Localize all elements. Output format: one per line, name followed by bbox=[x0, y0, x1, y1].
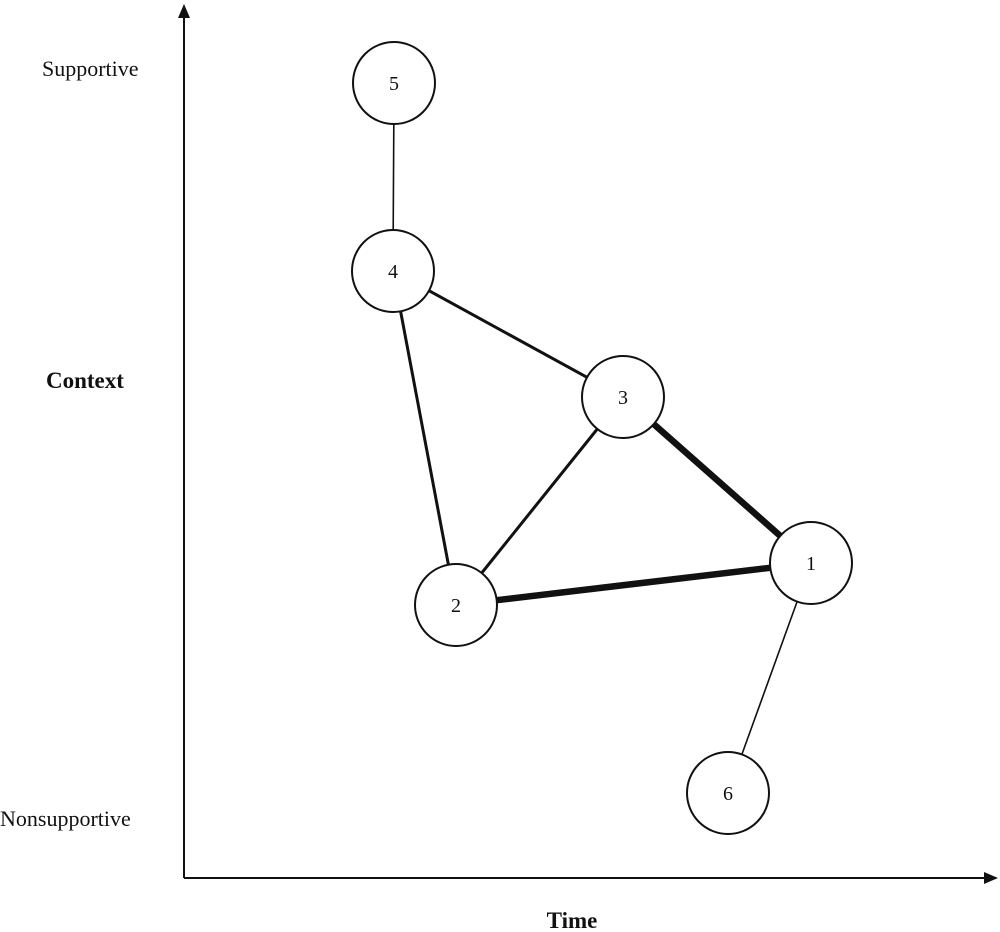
edge-4-2 bbox=[399, 311, 450, 565]
node-label-1: 1 bbox=[806, 553, 816, 575]
edge-1-6 bbox=[741, 601, 798, 755]
node-label-4: 4 bbox=[388, 261, 398, 283]
node-5: 5 bbox=[352, 41, 436, 125]
node-3: 3 bbox=[581, 355, 665, 439]
node-circle-5 bbox=[352, 41, 436, 125]
edge-2-1 bbox=[496, 564, 771, 604]
node-label-2: 2 bbox=[451, 595, 461, 617]
edge-4-3 bbox=[428, 289, 588, 379]
node-circle-4 bbox=[351, 229, 435, 313]
node-circle-6 bbox=[686, 751, 770, 835]
edge-3-2 bbox=[480, 428, 599, 574]
node-4: 4 bbox=[351, 229, 435, 313]
node-label-3: 3 bbox=[618, 387, 628, 409]
node-circle-3 bbox=[581, 355, 665, 439]
edge-5-4 bbox=[392, 123, 395, 231]
node-label-6: 6 bbox=[723, 783, 733, 805]
node-circle-1 bbox=[769, 521, 853, 605]
node-label-5: 5 bbox=[389, 73, 399, 95]
nodes-layer: 1 2 3 4 5 6 bbox=[351, 41, 853, 835]
node-circle-2 bbox=[414, 563, 498, 647]
node-1: 1 bbox=[769, 521, 853, 605]
y-bottom-label: Nonsupportive bbox=[0, 806, 131, 831]
x-axis-title: Time bbox=[547, 908, 598, 932]
edge-3-1 bbox=[651, 421, 783, 539]
y-top-label: Supportive bbox=[42, 56, 139, 81]
node-2: 2 bbox=[414, 563, 498, 647]
edges-layer bbox=[392, 123, 798, 755]
y-axis-title: Context bbox=[46, 368, 124, 393]
node-6: 6 bbox=[686, 751, 770, 835]
